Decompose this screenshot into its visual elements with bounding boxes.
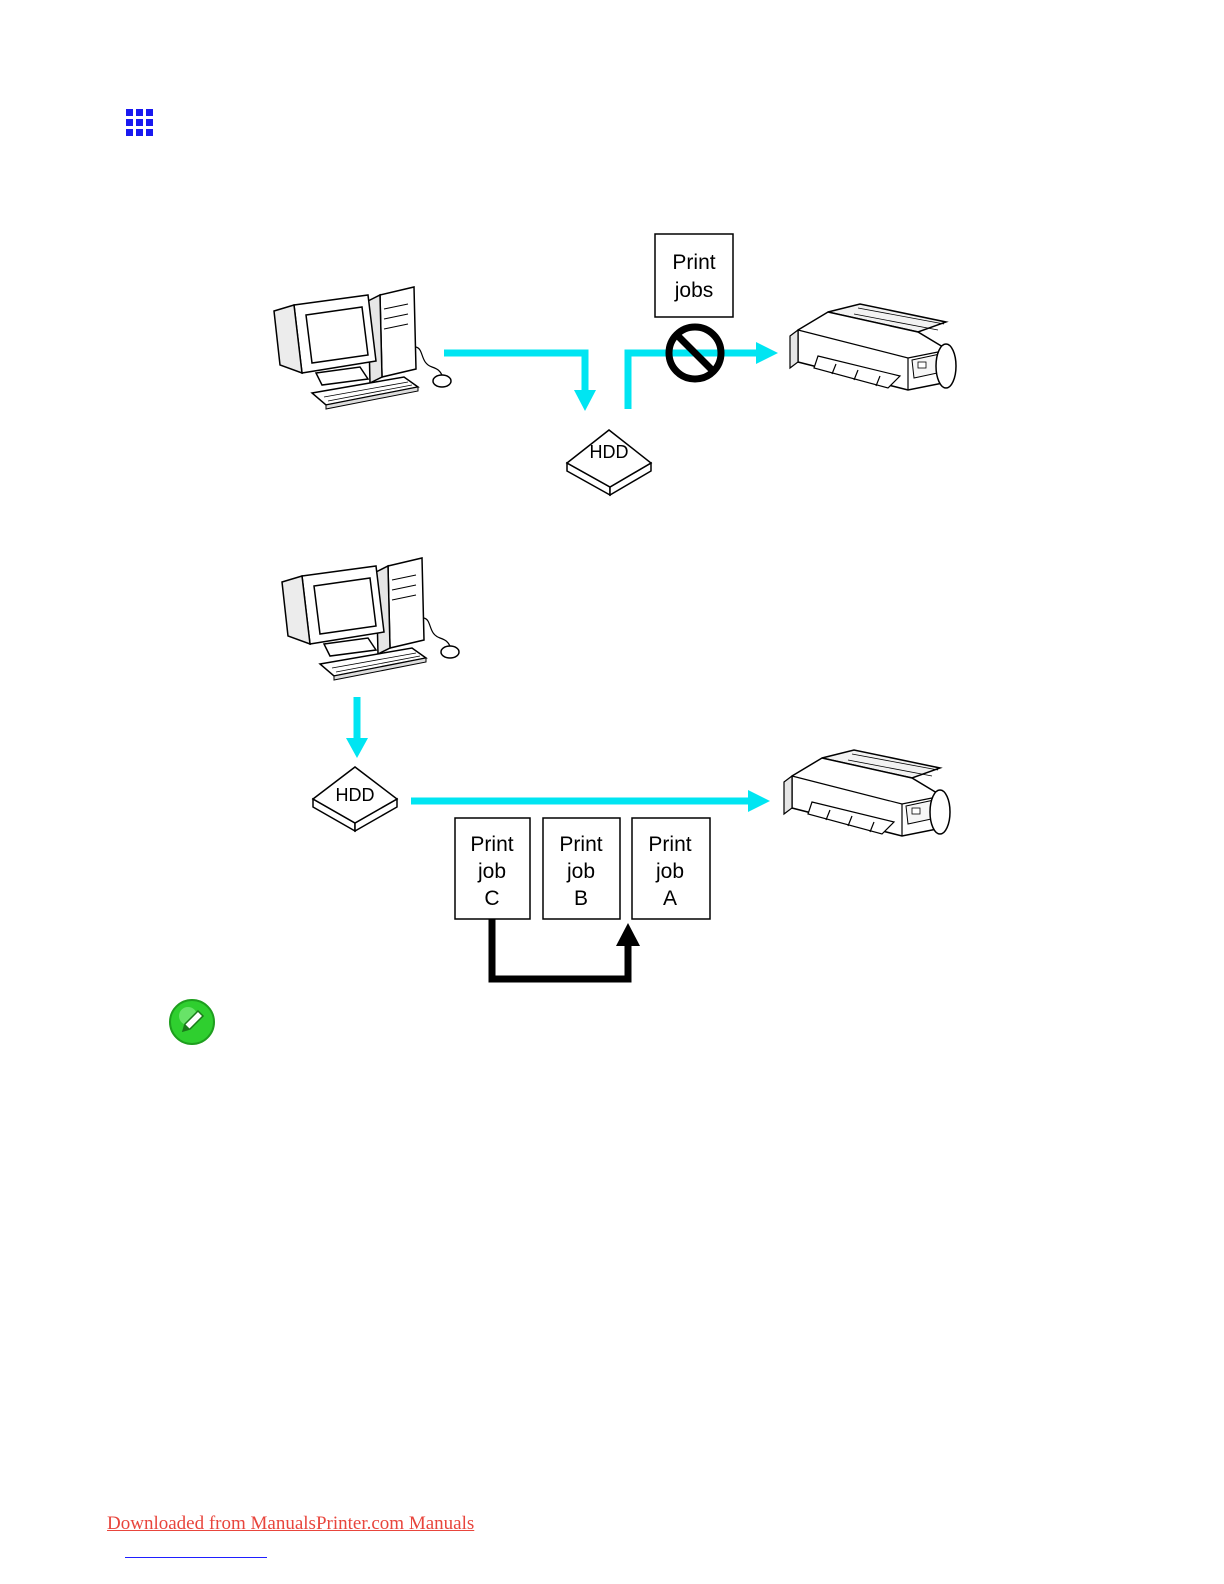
hdd-top <box>567 430 651 495</box>
flow-arrow-down-to-hdd <box>346 697 368 758</box>
hdd-label-bottom: HDD <box>336 785 375 805</box>
print-jobs-box <box>655 234 733 317</box>
job-c-line3: C <box>484 887 499 910</box>
job-a-line2: job <box>655 860 684 883</box>
footer-divider <box>125 1557 267 1558</box>
print-jobs-label-line1: Print <box>672 251 715 274</box>
job-b-line1: Print <box>559 833 602 856</box>
hdd-label-top: HDD <box>590 442 629 462</box>
print-job-box-c: Print job C <box>455 818 530 919</box>
computer-illustration-bottom <box>282 558 459 680</box>
job-b-line3: B <box>574 887 588 910</box>
pencil-note-icon <box>168 998 216 1046</box>
computer-illustration <box>274 287 451 409</box>
reorder-arrow <box>492 919 640 979</box>
job-a-line1: Print <box>648 833 691 856</box>
print-jobs-label-line2: jobs <box>674 279 714 302</box>
job-a-line3: A <box>663 887 677 910</box>
footer-download-link[interactable]: Downloaded from ManualsPrinter.com Manua… <box>107 1513 474 1535</box>
print-job-box-a: Print job A <box>632 818 710 919</box>
job-b-line2: job <box>566 860 595 883</box>
print-job-box-b: Print job B <box>543 818 620 919</box>
job-c-line2: job <box>477 860 506 883</box>
flow-arrow-hdd-to-printer <box>411 790 770 812</box>
job-c-line1: Print <box>470 833 513 856</box>
printer-illustration <box>790 304 956 390</box>
flow-arrow-to-hdd <box>444 353 596 411</box>
printer-illustration-bottom <box>784 750 950 836</box>
